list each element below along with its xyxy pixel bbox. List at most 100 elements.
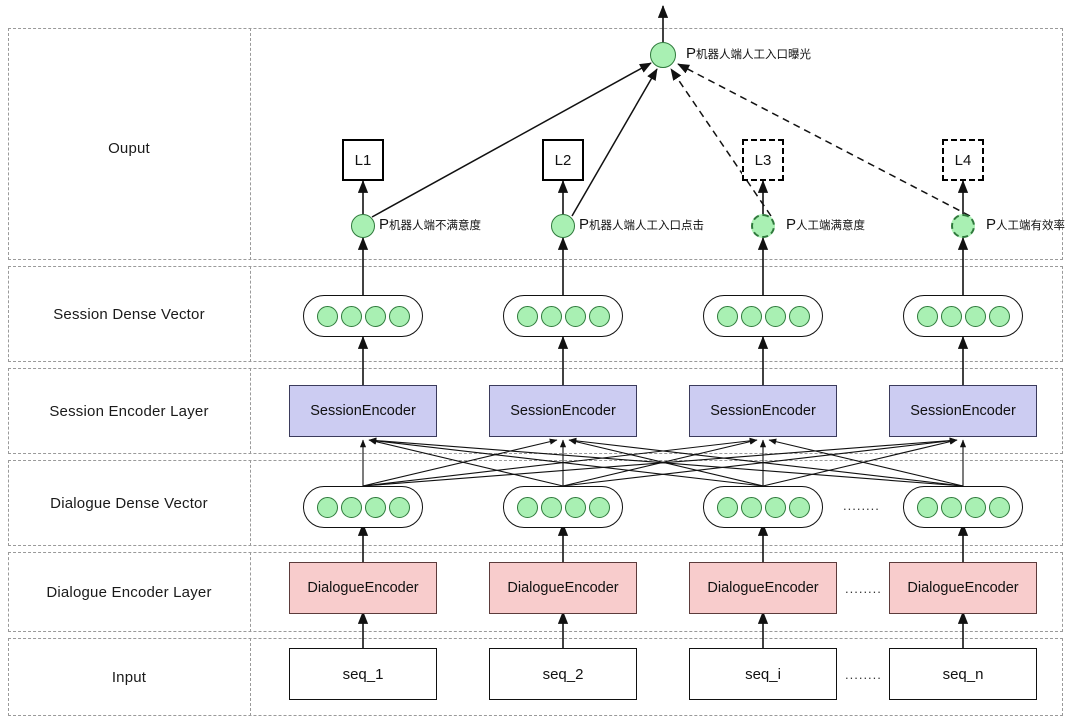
band-label-output: Ouput — [8, 120, 250, 176]
input-ellipsis: ........ — [845, 667, 882, 682]
vector-dot — [564, 305, 586, 327]
session-dense-vector-4[interactable] — [903, 295, 1023, 337]
input-seq-1-label: seq_1 — [342, 665, 384, 683]
vector-dot — [788, 496, 810, 518]
vector-dot — [940, 305, 962, 327]
vector-dot — [364, 305, 386, 327]
session-dense-vector-3[interactable] — [703, 295, 823, 337]
vector-dot — [316, 305, 338, 327]
input-seq-1[interactable]: seq_1 — [289, 648, 437, 700]
dialogue-dense-vector-1[interactable] — [303, 486, 423, 528]
session-encoder-4[interactable]: SessionEncoder — [889, 385, 1037, 437]
vector-dot — [516, 496, 538, 518]
session-encoder-2[interactable]: SessionEncoder — [489, 385, 637, 437]
dialogue-dense-vector-2[interactable] — [503, 486, 623, 528]
vector-dot — [988, 305, 1010, 327]
vector-dot — [964, 496, 986, 518]
dialogue-dense-vector-4[interactable] — [903, 486, 1023, 528]
vector-dot — [764, 496, 786, 518]
loss-box-l4-label: L4 — [954, 151, 972, 169]
session-encoder-3[interactable]: SessionEncoder — [689, 385, 837, 437]
vector-dot — [964, 305, 986, 327]
session-dense-vector-2[interactable] — [503, 295, 623, 337]
dialogue-encoder-ellipsis: ........ — [845, 581, 882, 596]
vector-dot — [364, 496, 386, 518]
vector-dot — [316, 496, 338, 518]
prob-label-top: P机器人端人工入口曝光 — [686, 45, 811, 62]
vector-dot — [988, 496, 1010, 518]
session-encoder-1-label: SessionEncoder — [310, 403, 416, 419]
vector-dot — [564, 496, 586, 518]
loss-box-l1[interactable]: L1 — [342, 139, 384, 181]
band-label-input-text: Input — [111, 668, 147, 686]
vector-dot — [540, 305, 562, 327]
vector-dot — [340, 496, 362, 518]
vector-dot — [588, 305, 610, 327]
session-encoder-1[interactable]: SessionEncoder — [289, 385, 437, 437]
input-seq-2[interactable]: seq_2 — [489, 648, 637, 700]
session-encoder-4-label: SessionEncoder — [910, 403, 1016, 419]
vector-dot — [940, 496, 962, 518]
band-divider-input — [250, 638, 251, 716]
prob-node-top[interactable] — [650, 42, 676, 68]
band-label-dialogue-encoder: Dialogue Encoder Layer — [8, 568, 250, 616]
dialogue-encoder-1-label: DialogueEncoder — [307, 580, 419, 596]
prob-label-top-sub: 机器人端人工入口曝光 — [696, 49, 812, 61]
loss-box-l4[interactable]: L4 — [942, 139, 984, 181]
dialogue-encoder-2[interactable]: DialogueEncoder — [489, 562, 637, 614]
vector-dot — [740, 496, 762, 518]
prob-node-2[interactable] — [551, 214, 575, 238]
band-divider-output — [250, 28, 251, 260]
loss-box-l2[interactable]: L2 — [542, 139, 584, 181]
prob-label-2: P机器人端人工入口点击 — [579, 216, 704, 233]
input-seq-i[interactable]: seq_i — [689, 648, 837, 700]
prob-node-4[interactable] — [951, 214, 975, 238]
vector-dot — [388, 305, 410, 327]
band-label-dialogue-dense-text: Dialogue Dense Vector — [50, 494, 208, 512]
band-divider-session-encoder — [250, 368, 251, 454]
session-encoder-3-label: SessionEncoder — [710, 403, 816, 419]
dialogue-encoder-3-label: DialogueEncoder — [707, 580, 819, 596]
prob-node-1[interactable] — [351, 214, 375, 238]
band-label-input: Input — [8, 653, 250, 701]
band-output — [8, 28, 1063, 260]
prob-node-3[interactable] — [751, 214, 775, 238]
input-seq-i-label: seq_i — [745, 665, 781, 683]
vector-dot — [516, 305, 538, 327]
session-dense-vector-1[interactable] — [303, 295, 423, 337]
input-seq-2-label: seq_2 — [542, 665, 584, 683]
band-divider-dialogue-encoder — [250, 552, 251, 632]
band-label-session-encoder-text: Session Encoder Layer — [49, 402, 209, 420]
session-encoder-2-label: SessionEncoder — [510, 403, 616, 419]
prob-label-2-sub: 机器人端人工入口点击 — [589, 220, 705, 232]
band-label-session-dense-text: Session Dense Vector — [53, 305, 205, 323]
prob-label-top-p: P — [686, 45, 697, 62]
vector-dot — [388, 496, 410, 518]
prob-label-1-sub: 机器人端不满意度 — [389, 220, 482, 232]
vector-dot — [588, 496, 610, 518]
band-label-dialogue-dense: Dialogue Dense Vector — [8, 479, 250, 527]
vector-dot — [716, 305, 738, 327]
vector-dot — [540, 496, 562, 518]
vector-dot — [340, 305, 362, 327]
prob-label-3-sub: 人工端满意度 — [796, 220, 866, 232]
band-label-dialogue-encoder-text: Dialogue Encoder Layer — [46, 583, 212, 601]
dialogue-encoder-2-label: DialogueEncoder — [507, 580, 619, 596]
loss-box-l3[interactable]: L3 — [742, 139, 784, 181]
prob-label-3: P人工端满意度 — [786, 216, 865, 233]
input-seq-n[interactable]: seq_n — [889, 648, 1037, 700]
prob-label-3-p: P — [786, 216, 797, 233]
dialogue-dense-vector-3[interactable] — [703, 486, 823, 528]
dialogue-encoder-4[interactable]: DialogueEncoder — [889, 562, 1037, 614]
dialogue-encoder-1[interactable]: DialogueEncoder — [289, 562, 437, 614]
band-divider-session-dense — [250, 266, 251, 362]
band-label-output-text: Ouput — [108, 139, 150, 157]
vector-dot — [740, 305, 762, 327]
input-seq-n-label: seq_n — [942, 665, 984, 683]
prob-label-1: P机器人端不满意度 — [379, 216, 481, 233]
prob-label-4-p: P — [986, 216, 997, 233]
vector-dot — [916, 496, 938, 518]
dialogue-encoder-3[interactable]: DialogueEncoder — [689, 562, 837, 614]
dialogue-dense-ellipsis: ........ — [843, 498, 880, 513]
